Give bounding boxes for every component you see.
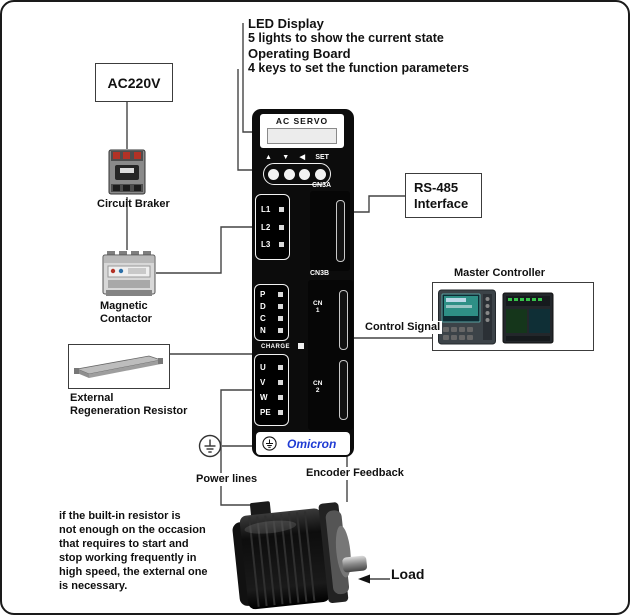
terminal-screw <box>279 207 284 213</box>
left-key-icon: ◀ <box>299 154 305 161</box>
terminal-c: C <box>260 314 266 323</box>
power-lines-label: Power lines <box>194 473 260 486</box>
cn3a-connector <box>310 191 350 271</box>
cn1-slot <box>339 290 348 350</box>
plc-module-icon <box>502 292 554 344</box>
ac220v-box: AC220V <box>95 63 173 102</box>
power-input-terminal-block: L1 L2 L3 <box>255 194 290 260</box>
key-glyphs: ▲ ▼ ◀ SET <box>265 153 329 162</box>
operating-board-title: Operating Board <box>248 46 351 61</box>
cn3b-connector: CN 1 CN 2 <box>308 280 353 430</box>
terminal-screw <box>278 292 283 297</box>
encoder-feedback-label: Encoder Feedback <box>304 467 406 480</box>
led-display-desc: 5 lights to show the current state <box>248 31 444 45</box>
drive-ground-icon <box>262 436 277 451</box>
motor-output-terminal-block: U V W PE <box>254 354 289 426</box>
terminal-p: P <box>260 290 266 299</box>
control-signal-label: Control Signal <box>363 321 443 334</box>
external-resistor-box <box>68 344 170 389</box>
terminal-l1: L1 <box>261 205 271 215</box>
drive-nameplate: Omicron <box>256 432 350 455</box>
down-key-icon: ▼ <box>282 153 290 161</box>
cn2-label: CN 2 <box>313 380 323 394</box>
master-controller-label: Master Controller <box>454 267 546 279</box>
terminal-screw <box>279 241 284 247</box>
terminal-l3: L3 <box>261 239 271 249</box>
terminal-screw <box>278 365 283 370</box>
key-button <box>283 168 295 180</box>
terminal-screw <box>278 395 283 400</box>
key-button <box>314 168 326 180</box>
terminal-screw <box>279 224 284 230</box>
cn2-slot <box>339 360 348 420</box>
resistor-note: if the built-in resistor is not enough o… <box>59 510 208 592</box>
ground-symbol-icon <box>198 434 222 458</box>
led-display: AC SERVO <box>260 114 344 148</box>
servo-drive: AC SERVO ▲ ▼ ◀ SET CN3A L1 L2 L3 CN3B CN… <box>252 109 354 457</box>
terminal-screw <box>278 410 283 415</box>
wire-rs485-to-cn3a <box>352 195 406 213</box>
circuit-braker-label: Circuit Braker <box>97 198 170 210</box>
terminal-l2: L2 <box>261 222 271 232</box>
operating-keys <box>263 163 331 185</box>
led-display-screen <box>267 128 337 144</box>
up-key-icon: ▲ <box>265 153 272 161</box>
cn3a-slot <box>336 200 345 262</box>
key-button <box>268 168 280 180</box>
terminal-screw <box>278 380 283 385</box>
set-key-label: SET <box>315 153 329 161</box>
terminal-v: V <box>260 378 266 387</box>
terminal-u: U <box>260 363 266 372</box>
wire-contactor-to-drive <box>156 226 252 274</box>
load-label: Load <box>391 566 425 582</box>
circuit-breaker-icon <box>107 148 147 196</box>
cn3a-label: CN3A <box>312 182 332 189</box>
load-arrowhead <box>358 574 370 584</box>
regen-terminal-block: P D C N <box>254 284 289 341</box>
terminal-n: N <box>260 326 266 335</box>
cn1-label: CN 1 <box>313 300 323 314</box>
terminal-pe: PE <box>260 408 271 417</box>
operating-board-desc: 4 keys to set the function parameters <box>248 61 469 75</box>
regeneration-resistor-icon <box>71 347 167 385</box>
charge-label: CHARGE <box>261 344 291 350</box>
brand-label: Omicron <box>287 436 337 451</box>
servo-motor-icon <box>232 496 372 613</box>
terminal-screw <box>278 316 283 321</box>
hmi-controller-icon <box>438 289 496 345</box>
external-resistor-label: External Regeneration Resistor <box>70 392 188 417</box>
terminal-d: D <box>260 302 266 311</box>
cn3b-label: CN3B <box>310 270 330 277</box>
led-display-title: LED Display <box>248 16 324 31</box>
charge-indicator <box>298 343 304 349</box>
terminal-screw <box>278 304 283 309</box>
key-button <box>299 168 311 180</box>
drive-header-label: AC SERVO <box>275 116 329 126</box>
terminal-screw <box>278 328 283 333</box>
magnetic-contactor-label: Magnetic Contactor <box>100 300 152 325</box>
magnetic-contactor-icon <box>102 250 156 298</box>
rs485-interface-box: RS-485 Interface <box>405 173 482 218</box>
terminal-w: W <box>260 393 268 402</box>
